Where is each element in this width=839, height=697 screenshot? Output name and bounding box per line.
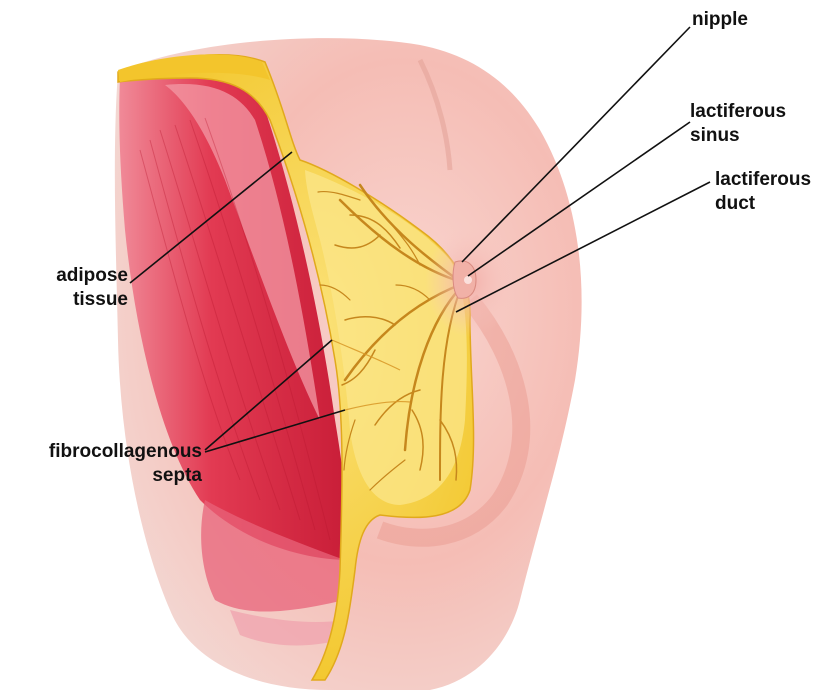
label-lactiferous-sinus: lactiferous sinus <box>690 100 786 148</box>
label-lactiferous-duct-line2: duct <box>715 192 811 216</box>
label-lactiferous-sinus-line1: lactiferous <box>690 100 786 124</box>
label-adipose-tissue-line2: tissue <box>30 288 128 312</box>
label-lactiferous-duct: lactiferous duct <box>715 168 811 216</box>
label-adipose-tissue-line1: adipose <box>30 264 128 288</box>
label-lactiferous-sinus-line2: sinus <box>690 124 786 148</box>
label-fibrocollagenous-septa: fibrocollagenous septa <box>10 440 202 488</box>
label-lactiferous-duct-line1: lactiferous <box>715 168 811 192</box>
nipple-tip <box>464 276 472 284</box>
label-adipose-tissue: adipose tissue <box>30 264 128 312</box>
label-nipple-text: nipple <box>692 9 748 30</box>
label-nipple: nipple <box>692 8 748 32</box>
label-septa-line1: fibrocollagenous <box>10 440 202 464</box>
label-septa-line2: septa <box>10 464 202 488</box>
